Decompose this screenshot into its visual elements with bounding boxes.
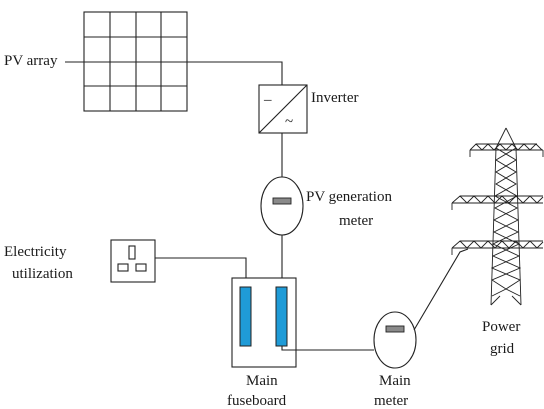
main-fuseboard <box>231 277 297 368</box>
wire-array-to-inverter <box>187 61 283 85</box>
pv-meter-label-line2: meter <box>339 213 373 229</box>
grid-label-line1: Power <box>482 319 520 335</box>
utilization-label-line2: utilization <box>12 266 73 282</box>
wire-fuseboard-to-main-meter <box>281 346 374 351</box>
fuse-right <box>275 286 288 347</box>
wire-main-meter-to-grid <box>413 248 469 331</box>
main-meter <box>373 311 417 369</box>
transmission-tower-icon <box>451 127 544 306</box>
fuseboard-label-line1: Main <box>246 373 278 389</box>
pv-meter-label-line1: PV generation <box>306 189 392 205</box>
inverter-dc-symbol: – <box>263 92 272 108</box>
pv-generation-meter <box>260 176 304 236</box>
main-meter-label-line2: meter <box>374 393 408 409</box>
main-meter-label-line1: Main <box>379 373 411 389</box>
inverter-box: – ~ <box>258 84 308 134</box>
pv-array-label: PV array <box>4 53 58 69</box>
inverter-label: Inverter <box>311 90 358 106</box>
fuse-left <box>239 286 252 347</box>
pv-array-panel <box>83 11 188 112</box>
pv-meter-display <box>272 197 292 205</box>
utilization-label-line1: Electricity <box>4 244 67 260</box>
wire-socket-to-fuseboard <box>155 257 247 287</box>
inverter-ac-symbol: ~ <box>285 114 293 130</box>
grid-label-line2: grid <box>490 341 515 357</box>
uk-socket-icon <box>110 239 156 283</box>
main-meter-display <box>385 325 405 333</box>
fuseboard-label-line2: fuseboard <box>227 393 287 409</box>
